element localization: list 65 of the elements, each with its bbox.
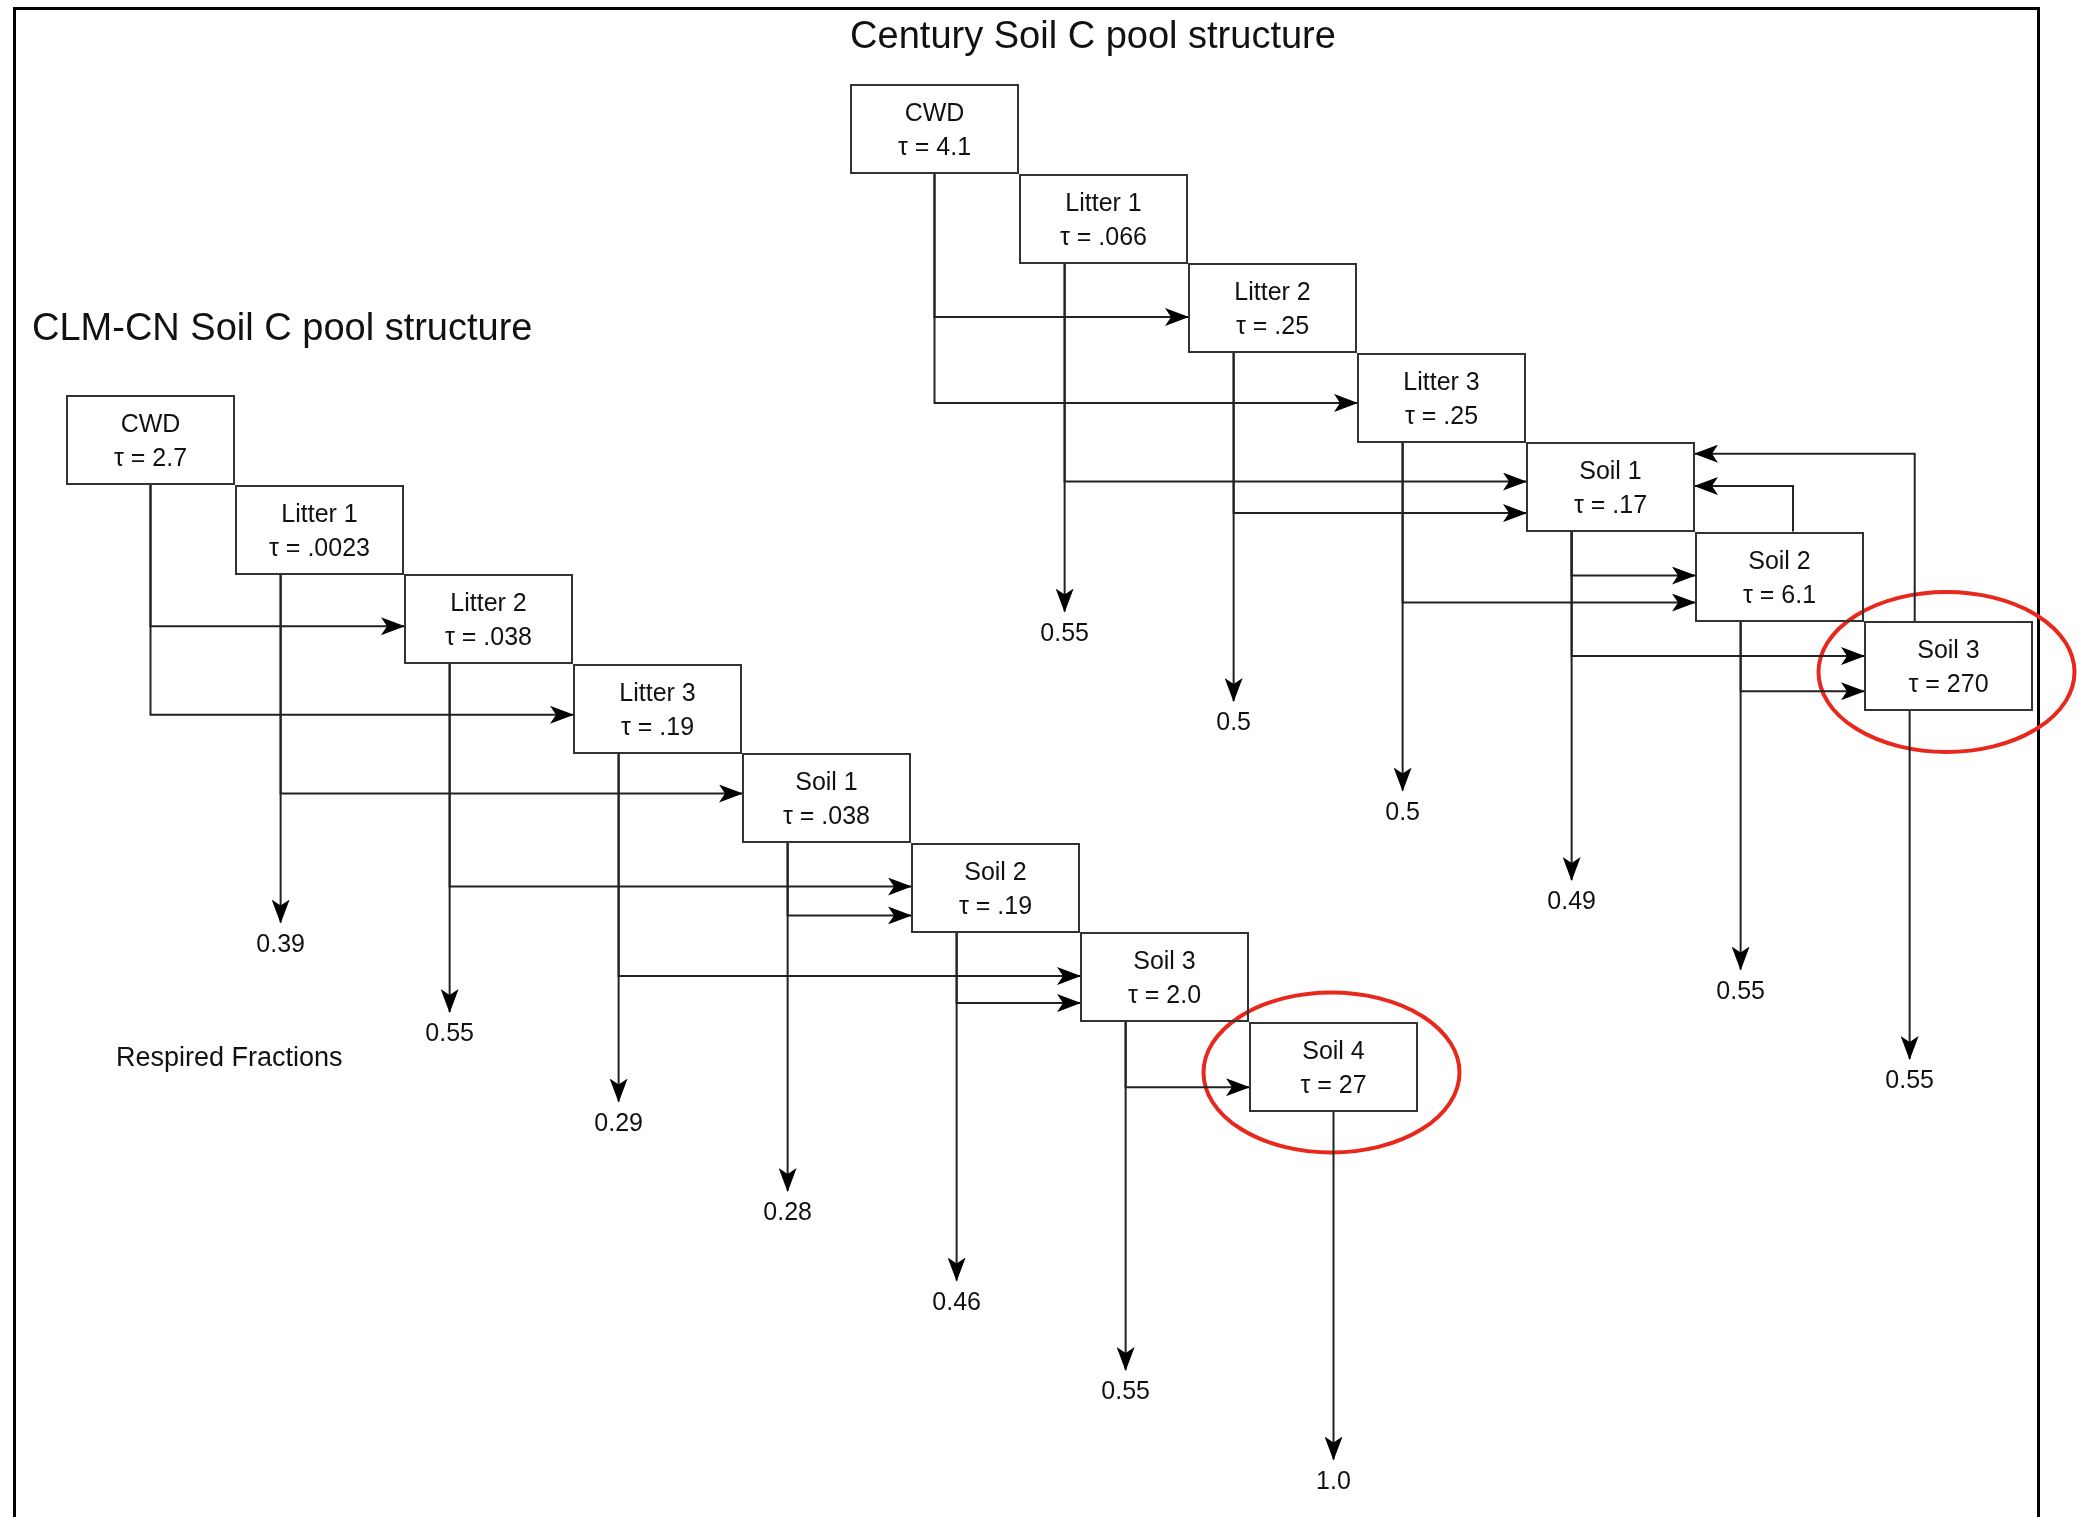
pool-name: Litter 2 — [1234, 276, 1311, 306]
pool-box — [850, 84, 1019, 174]
pool-name: Litter 3 — [1403, 365, 1480, 396]
pool-box — [742, 753, 911, 843]
pool-name: Soil 1 — [795, 766, 858, 796]
respiration-arrow — [1731, 620, 1750, 971]
pool-box — [911, 842, 1080, 933]
respiration-arrow — [1224, 352, 1243, 702]
pool-name: Soil 3 — [1133, 945, 1196, 975]
pool-box — [1357, 352, 1526, 443]
pool-box — [1695, 531, 1864, 622]
pool-name: Soil 2 — [1748, 544, 1811, 575]
turnover-time: τ = 6.1 — [1742, 578, 1817, 609]
pool-box — [1864, 621, 2033, 711]
respiration-arrow — [609, 752, 628, 1103]
pool-box — [573, 663, 742, 754]
turnover-time: τ = 2.7 — [113, 442, 188, 472]
pool-name: Litter 1 — [281, 497, 358, 528]
pool-box — [404, 574, 573, 664]
turnover-time: τ = .17 — [1573, 489, 1648, 519]
pool-box — [1080, 932, 1249, 1022]
respiration-arrow — [440, 663, 459, 1013]
turnover-time: τ = .038 — [783, 800, 870, 830]
pool-name: CWD — [904, 97, 965, 127]
respiration-arrow — [778, 842, 797, 1192]
section-title: Century Soil C pool structure — [850, 14, 1336, 57]
pool-name: Soil 3 — [1917, 634, 1980, 664]
pool-box — [1249, 1021, 1418, 1112]
turnover-time: τ = .25 — [1235, 310, 1310, 340]
pool-box — [66, 395, 235, 485]
pool-box — [1188, 263, 1357, 353]
turnover-time: τ = .066 — [1060, 220, 1147, 251]
turnover-time: τ = 4.1 — [897, 131, 972, 161]
respiration-arrow — [1900, 710, 1919, 1060]
turnover-time: τ = .19 — [620, 710, 695, 741]
pool-name: CWD — [120, 408, 181, 438]
pool-box — [1019, 173, 1188, 264]
respiration-arrow — [1324, 1110, 1343, 1461]
section-title: CLM-CN Soil C pool structure — [32, 306, 533, 349]
flow-arrow — [1694, 477, 1794, 533]
turnover-time: τ = 27 — [1300, 1068, 1367, 1099]
respiration-arrow — [1116, 1021, 1135, 1371]
flow-arrow — [933, 173, 1358, 412]
pool-name: Litter 1 — [1065, 186, 1142, 217]
turnover-time: τ = 2.0 — [1127, 979, 1202, 1009]
row-label: Respired Fractions — [116, 1042, 343, 1073]
pool-name: Soil 2 — [964, 855, 1027, 886]
pool-name: Litter 3 — [619, 676, 696, 707]
respiration-arrow — [1393, 441, 1412, 792]
respiration-arrow — [271, 573, 290, 924]
turnover-time: τ = 270 — [1908, 668, 1989, 698]
pool-name: Soil 4 — [1302, 1034, 1365, 1065]
pool-name: Soil 1 — [1579, 455, 1642, 485]
respiration-arrow — [1562, 531, 1581, 881]
turnover-time: τ = .25 — [1404, 399, 1479, 430]
respiration-arrow — [947, 931, 966, 1282]
turnover-time: τ = .0023 — [269, 531, 370, 562]
pool-box — [235, 484, 404, 575]
turnover-time: τ = .19 — [958, 889, 1033, 920]
pool-name: Litter 2 — [450, 587, 527, 617]
flow-arrow — [149, 484, 574, 724]
flow-arrow — [1694, 444, 1916, 622]
respiration-arrow — [1055, 262, 1074, 613]
pool-box — [1526, 442, 1695, 532]
turnover-time: τ = .038 — [445, 621, 532, 651]
